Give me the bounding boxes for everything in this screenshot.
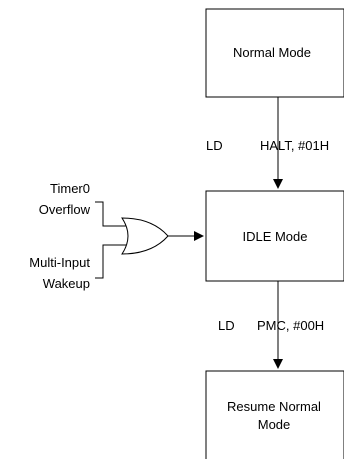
- resume-mode-label-line1: Resume Normal: [227, 399, 321, 414]
- or-gate-icon: [121, 217, 169, 255]
- timer0-label-line1: Timer0: [50, 181, 90, 196]
- halt-instruction-label: HALT, #01H: [260, 138, 329, 153]
- pmc-instruction-label: PMC, #00H: [257, 318, 324, 333]
- idle-mode-label: IDLE Mode: [242, 229, 307, 244]
- normal-mode-box: [205, 8, 344, 98]
- timer0-input-wire: [95, 201, 130, 227]
- wakeup-label-line2: Wakeup: [43, 276, 90, 291]
- multi-input-wire: [95, 244, 130, 279]
- normal-mode-label: Normal Mode: [233, 45, 311, 60]
- resume-mode-label-line2: Mode: [258, 417, 291, 432]
- ld-label-1: LD: [206, 138, 223, 153]
- multi-input-label-line1: Multi-Input: [29, 255, 90, 270]
- timer0-label-line2: Overflow: [39, 202, 91, 217]
- ld-label-2: LD: [218, 318, 235, 333]
- resume-normal-mode-box: [205, 370, 344, 459]
- idle-mode-box: [205, 190, 344, 282]
